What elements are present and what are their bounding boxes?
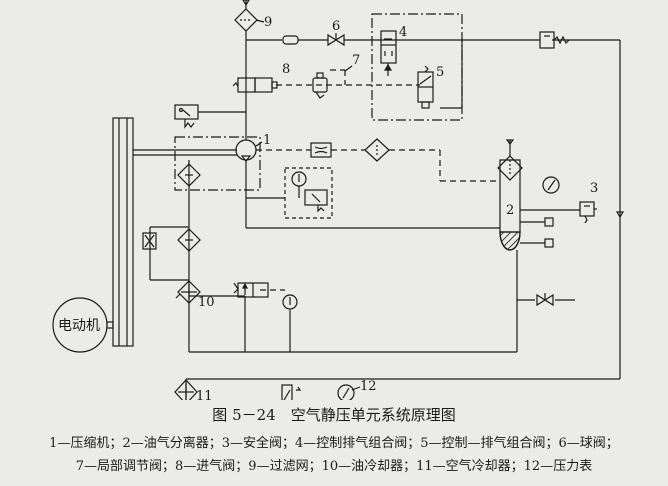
pipe-lines bbox=[133, 0, 621, 400]
drain-ball-valve bbox=[536, 293, 554, 307]
throttle-valve bbox=[310, 142, 332, 158]
figure-caption: 图 5－24 空气静压单元系统原理图 bbox=[212, 406, 456, 424]
legend-line-1: 1—压缩机；2—油气分离器；3—安全阀；4—控制排气组合阀；5—控制—排气组合阀… bbox=[49, 436, 619, 451]
pressure-switch-2 bbox=[281, 384, 302, 400]
legend-line-2: 7—局部调节阀；8—进气阀；9—过滤网；10—油冷却器；11—空气冷却器；12—… bbox=[75, 459, 593, 474]
filter-9 bbox=[234, 0, 258, 32]
ball-valve-6 bbox=[327, 33, 345, 47]
label-1: 1 bbox=[263, 133, 271, 148]
throttle-box bbox=[142, 232, 157, 250]
leader-lines bbox=[175, 19, 361, 391]
relief-valve-top bbox=[539, 31, 570, 49]
motor-label: 电动机 bbox=[58, 318, 100, 334]
label-7: 7 bbox=[352, 53, 360, 68]
oil-cooler-10 bbox=[177, 280, 201, 304]
label-9: 9 bbox=[264, 15, 272, 30]
group-boxes bbox=[174, 13, 463, 191]
oil-gas-separator-2 bbox=[497, 139, 554, 251]
temperature-gauge bbox=[282, 294, 298, 310]
flow-arrow bbox=[615, 211, 625, 219]
label-3: 3 bbox=[590, 181, 598, 196]
control-lines bbox=[256, 69, 500, 291]
safety-valve-3 bbox=[579, 201, 597, 224]
electric-motor bbox=[52, 297, 108, 353]
label-8: 8 bbox=[282, 62, 290, 77]
label-10: 10 bbox=[198, 295, 215, 310]
control-exhaust-valve-4 bbox=[380, 30, 397, 76]
muffler bbox=[282, 35, 299, 45]
belt-drive bbox=[106, 117, 134, 347]
label-4: 4 bbox=[399, 25, 407, 40]
pressure-gauge-12 bbox=[337, 384, 355, 400]
oil-filter-2 bbox=[177, 228, 201, 252]
air-filter bbox=[364, 138, 390, 162]
system-schematic: 9 6 4 5 8 7 1 2 3 10 11 12 电动机 bbox=[52, 0, 625, 400]
label-5: 5 bbox=[436, 65, 444, 80]
label-2: 2 bbox=[506, 203, 514, 218]
local-regulating-valve-7 bbox=[312, 72, 328, 99]
component-labels: 9 6 4 5 8 7 1 2 3 10 11 12 电动机 bbox=[58, 15, 598, 400]
air-cooler-11 bbox=[174, 379, 198, 400]
label-11: 11 bbox=[196, 389, 213, 400]
intake-valve-8 bbox=[232, 77, 278, 93]
label-12: 12 bbox=[360, 379, 377, 394]
gauge-switch-box bbox=[284, 167, 333, 219]
gauge-and-switch bbox=[291, 171, 328, 213]
pressure-switch bbox=[174, 104, 199, 129]
label-6: 6 bbox=[332, 19, 340, 34]
oil-filter bbox=[177, 163, 201, 187]
compressor-1 bbox=[235, 139, 257, 162]
pressure-gauge bbox=[542, 176, 560, 194]
control-exhaust-valve-5 bbox=[417, 65, 434, 109]
thermostatic-valve bbox=[233, 282, 269, 298]
